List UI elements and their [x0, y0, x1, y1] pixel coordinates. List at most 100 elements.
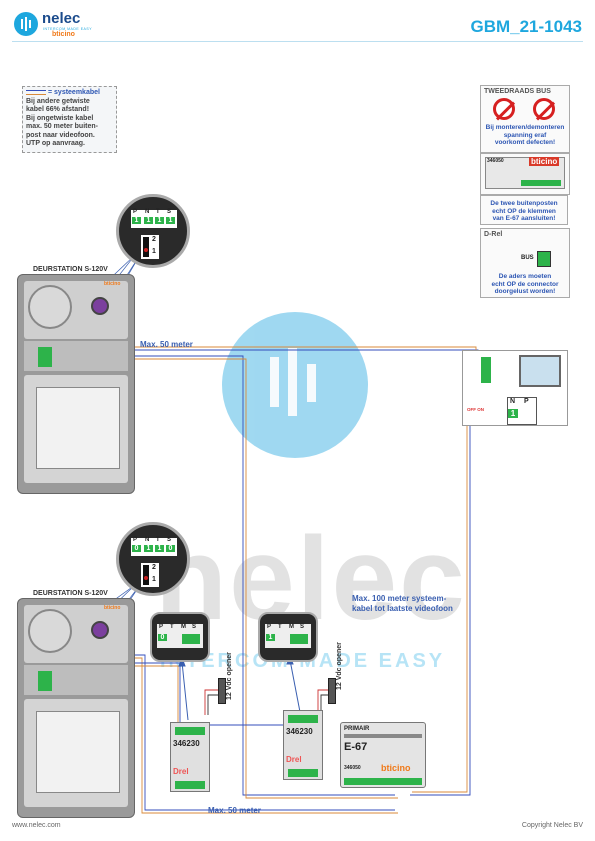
bottom-dip-h2: T [156, 537, 160, 543]
brand-name: nelec [42, 10, 81, 27]
terminal-block [38, 671, 52, 691]
top-station-label: DEURSTATION S-120V [33, 266, 108, 273]
camera-icon [91, 297, 109, 315]
note2-line-0: De aders moeten [498, 273, 552, 280]
videophone: OFF ON N P 1 [462, 350, 568, 426]
left-cfg-h3: S [192, 624, 197, 630]
note2: De aders moeten echt OP de connector doo… [481, 273, 569, 296]
ps-title: PRIMAIR [344, 726, 370, 732]
right-relay-model: 346230 [286, 727, 313, 736]
brand-tagline: INTERCOM MADE EASY [43, 27, 93, 31]
camera-icon [91, 621, 109, 639]
bottom-dip-h0: P [133, 537, 138, 543]
note2-line-1: echt OP de connector [491, 280, 559, 288]
warning-line-1: spanning eraf [503, 131, 547, 139]
bottom-dip-h3: S [167, 537, 172, 543]
legend-line-0: Bij andere getwiste [26, 97, 90, 105]
bottom-dip-h1: N [145, 537, 150, 543]
cable-line-icon [26, 89, 46, 95]
top-door-station: bticino [17, 274, 135, 494]
legend-cable-label: = systeemkabel [48, 89, 100, 96]
legend-line-2: Bij ongetwiste kabel [26, 114, 94, 122]
left-cfg-v0: 0 [158, 634, 167, 641]
speaker-icon [28, 285, 72, 329]
footer-copyright: Copyright Nelec BV [521, 822, 583, 829]
system-note-line-0: Max. 100 meter systeem- [352, 594, 447, 603]
bus-label: BUS [521, 255, 534, 261]
monitor-h0: N [510, 398, 516, 405]
bottom-station-brand: bticino [104, 605, 121, 611]
footer-url: www.nelec.com [12, 822, 61, 829]
bottom-dip-v3: 0 [166, 545, 175, 552]
top-dip-v0: 1 [132, 217, 141, 224]
panel-title: TWEEDRAADS BUS [484, 88, 551, 95]
legend-line-4: post naar videofoon. [26, 131, 95, 139]
left-cfg-h2: M [181, 624, 186, 630]
note2-line-2: doorgelust worden! [494, 288, 556, 295]
ps-model: E-67 [344, 741, 368, 753]
switch-icon [144, 248, 148, 252]
right-relay-module: 346230 Drel [283, 710, 323, 780]
bottom-distance-label: Max. 50 meter [208, 806, 261, 815]
left-relay-model: 346230 [173, 739, 200, 748]
monitor-switch-label: OFF ON [467, 407, 484, 412]
bottom-switch-1: 1 [152, 576, 156, 583]
left-opener-label: 12 Vdc opener [226, 652, 233, 700]
speaker-icon [28, 609, 72, 653]
top-switch-2: 2 [152, 236, 156, 243]
switch-icon [144, 576, 148, 580]
bottom-dip-v1: 1 [144, 545, 153, 552]
logo-icon [14, 12, 38, 36]
right-cfg-h0: P [267, 624, 272, 630]
bottom-station-label: DEURSTATION S-120V [33, 590, 108, 597]
no-plug-icon [493, 98, 516, 121]
top-dip-callout: P N T S 1 1 1 1 2 1 [116, 194, 190, 268]
left-relay-config: P T M S 0 [150, 612, 210, 662]
cable-legend: = systeemkabel Bij andere getwiste kabel… [22, 86, 117, 153]
monitor-screen-icon [519, 355, 561, 387]
two-wire-panel: TWEEDRAADS BUS Bij monteren/demonteren s… [480, 85, 570, 153]
system-note: Max. 100 meter systeem- kabel tot laatst… [352, 594, 453, 614]
right-relay-label: Drel [286, 755, 302, 764]
system-note-line-1: kabel tot laatste videofoon [352, 604, 453, 613]
e67-module-panel: 346050 bticino [480, 153, 570, 195]
warning-line-0: Bij monteren/demonteren [485, 124, 565, 131]
right-cfg-h1: T [278, 624, 282, 630]
bottom-switch-2: 2 [152, 564, 156, 571]
module-brand: bticino [529, 157, 560, 166]
left-cfg-h0: P [159, 624, 164, 630]
right-relay-config: P T M S 1 [258, 612, 318, 662]
bottom-dip-v2: 1 [155, 545, 164, 552]
left-relay-module: 346230 Drel [170, 722, 210, 792]
power-supply-e67: PRIMAIR E-67 346050 bticino [340, 722, 426, 788]
ps-brand: bticino [381, 763, 411, 773]
right-cfg-h2: M [289, 624, 294, 630]
right-opener-label: 12 Vdc opener [336, 642, 343, 690]
note1-line-0: De twee buitenposten [490, 200, 558, 207]
no-voltage-icon [533, 98, 556, 121]
top-dip-v1: 1 [144, 217, 153, 224]
door-opener-icon [328, 678, 336, 704]
top-dip-v3: 1 [166, 217, 175, 224]
bottom-door-station: bticino [17, 598, 135, 818]
legend-line-3: max. 50 meter buiten- [26, 123, 98, 130]
left-cfg-h1: T [170, 624, 174, 630]
top-dip-h2: T [156, 209, 160, 215]
door-opener-icon [218, 678, 226, 704]
left-relay-label: Drel [173, 767, 189, 776]
warning-line-2: voorkomt defecten! [494, 139, 556, 146]
brand-sub: bticino [52, 31, 75, 38]
top-dip-h1: N [145, 209, 150, 215]
monitor-h1: P [524, 398, 529, 405]
top-station-brand: bticino [104, 281, 121, 287]
header-divider [12, 41, 583, 42]
top-dip-h0: P [133, 209, 138, 215]
warning-text: Bij monteren/demonteren spanning eraf vo… [481, 124, 569, 147]
legend-line-5: UTP op aanvraag. [26, 140, 86, 147]
drel-title: D-Rel [484, 231, 503, 238]
note1-line-1: echt OP de klemmen [492, 207, 556, 215]
document-code: GBM_21-1043 [470, 17, 582, 36]
top-dip-v2: 1 [155, 217, 164, 224]
right-cfg-v0: 1 [266, 634, 275, 641]
module-part: 346050 [487, 158, 504, 164]
